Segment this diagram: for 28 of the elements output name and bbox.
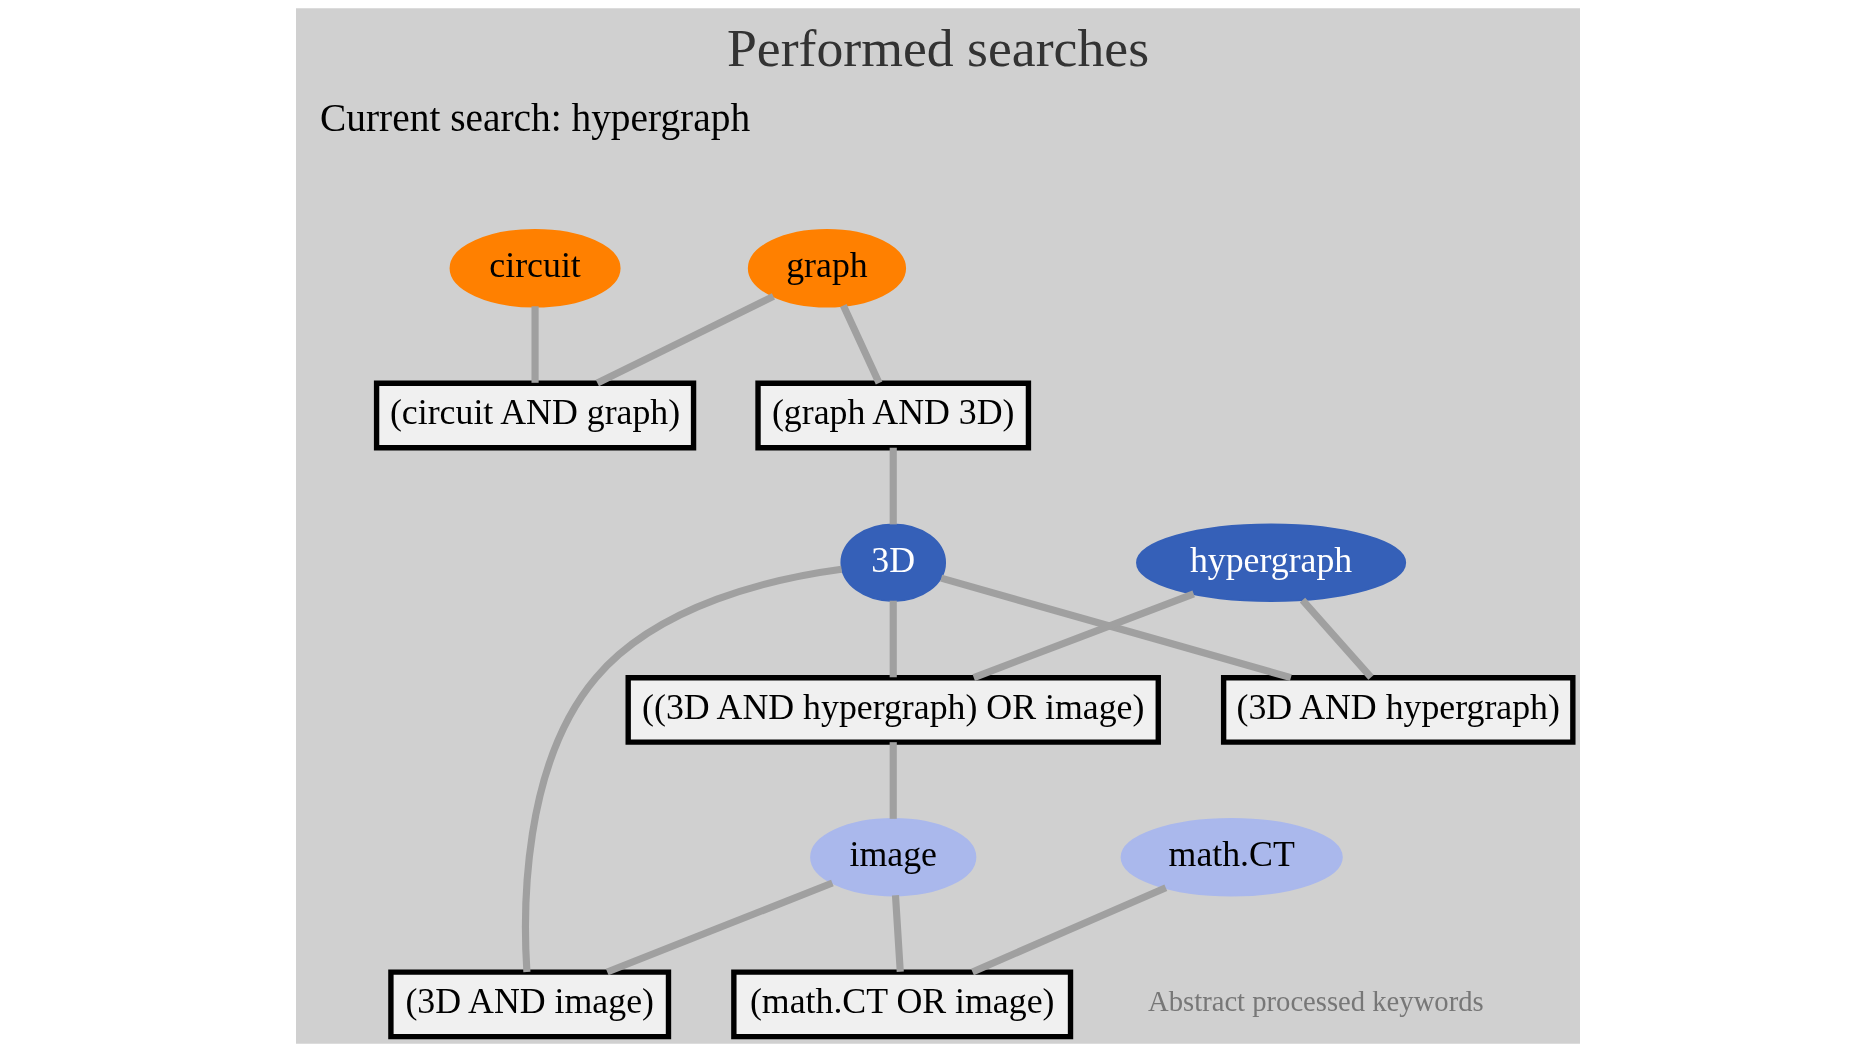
- connector: [889, 742, 897, 819]
- node-box: (3D AND image): [387, 969, 671, 1040]
- diagram-title: Performed searches: [726, 17, 1149, 78]
- connector: [972, 590, 1195, 681]
- connector: [531, 306, 539, 383]
- node-ellipse: 3D: [839, 523, 946, 602]
- label: Abstract processed keywords: [1147, 985, 1484, 1018]
- connector: [521, 565, 842, 973]
- node-ellipse: hypergraph: [1135, 523, 1406, 602]
- connector: [889, 600, 897, 678]
- connector: [1299, 597, 1374, 680]
- connector: [970, 884, 1167, 976]
- node-box: ((3D AND hypergraph) OR image): [625, 675, 1161, 745]
- node-ellipse: image: [809, 817, 976, 897]
- connector: [889, 447, 897, 525]
- connector: [605, 879, 834, 976]
- label: Current search: hypergraph: [319, 96, 750, 141]
- node-ellipse: graph: [747, 228, 906, 308]
- node-box: (math.CT OR image): [730, 969, 1073, 1040]
- node-ellipse: math.CT: [1120, 817, 1343, 897]
- node-box: (3D AND hypergraph): [1220, 675, 1576, 745]
- node-box: (circuit AND graph): [373, 380, 696, 451]
- connector: [939, 574, 1292, 682]
- node-box: (graph AND 3D): [754, 380, 1031, 451]
- connector: [839, 304, 882, 385]
- connector: [595, 293, 775, 387]
- node-ellipse: circuit: [449, 228, 621, 308]
- connector: [891, 895, 904, 972]
